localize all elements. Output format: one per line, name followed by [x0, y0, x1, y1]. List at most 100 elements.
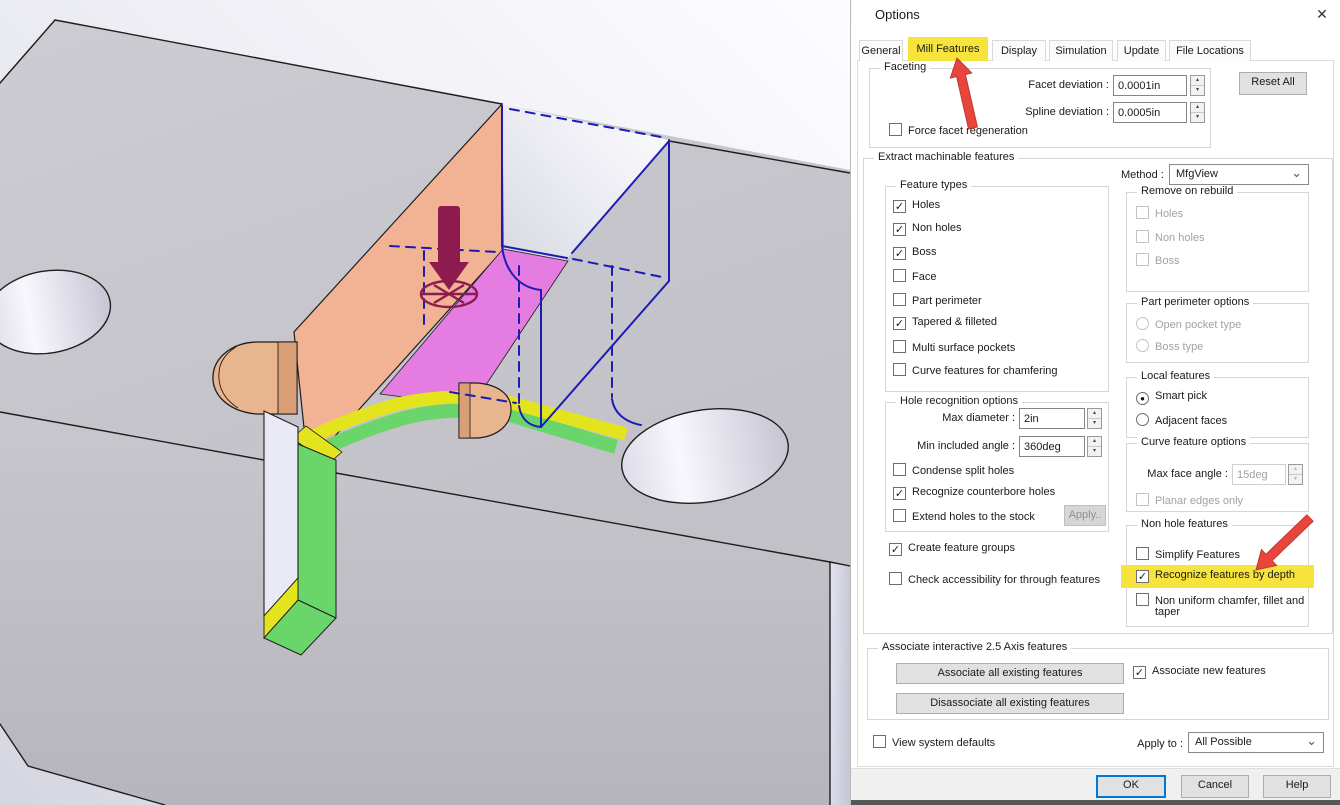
checkbox-box: [893, 269, 906, 282]
checkbox-box: [893, 363, 906, 376]
slot-inner-wall[interactable]: [541, 141, 669, 427]
chevron-down-icon: ⌄: [1291, 165, 1302, 180]
checkbox-holes[interactable]: ✓Holes: [893, 199, 941, 213]
apply-to-select[interactable]: All Possible⌄: [1188, 732, 1324, 753]
disassociate-all-button[interactable]: Disassociate all existing features: [896, 693, 1124, 714]
part-right-face[interactable]: [830, 562, 850, 805]
checkbox-box: [873, 735, 886, 748]
radio-adjacent-faces[interactable]: Adjacent faces: [1136, 413, 1227, 427]
spin-down-icon[interactable]: ▾: [1092, 447, 1096, 454]
curve-feature-options-group: Curve feature options: [1126, 436, 1309, 512]
spline-deviation-label: Spline deviation :: [1025, 106, 1109, 118]
direction-arrow-icon: [419, 206, 479, 309]
checkbox-box: [889, 123, 902, 136]
checkbox-multi-surface-pockets[interactable]: Multi surface pockets: [893, 340, 1015, 354]
hole-right[interactable]: [615, 397, 795, 514]
boss-left[interactable]: [212, 341, 298, 415]
boss-right[interactable]: [458, 382, 512, 439]
local-features-group: Local features: [1126, 370, 1309, 438]
checkbox-curve-features-chamfering[interactable]: Curve features for chamfering: [893, 363, 1058, 377]
checkbox-box: [889, 572, 902, 585]
radio-boss-type: Boss type: [1136, 339, 1203, 353]
checkbox-check-accessibility[interactable]: Check accessibility for through features: [889, 572, 1100, 586]
tab-mill-features[interactable]: Mill Features: [908, 37, 988, 61]
checkbox-boss[interactable]: ✓Boss: [893, 246, 937, 260]
tab-update[interactable]: Update: [1117, 40, 1166, 61]
faceting-legend: Faceting: [880, 61, 931, 73]
facet-deviation-input[interactable]: 0.0001in: [1113, 75, 1187, 96]
remove-rebuild-group: Remove on rebuild: [1126, 185, 1309, 292]
radio-smart-pick[interactable]: ●Smart pick: [1136, 390, 1207, 405]
feature-wireframe: [389, 105, 670, 428]
reset-all-button[interactable]: Reset All: [1239, 72, 1307, 95]
checkbox-box: ✓: [893, 247, 906, 260]
max-face-angle-spinner: ▴▾: [1288, 464, 1303, 485]
slot-bottom-floor[interactable]: [263, 599, 337, 656]
help-button[interactable]: Help: [1263, 775, 1331, 798]
tab-general[interactable]: General: [859, 40, 903, 61]
checkbox-box: ✓: [893, 223, 906, 236]
checkbox-view-system-defaults[interactable]: View system defaults: [873, 735, 995, 749]
checkbox-recognize-counterbore-holes[interactable]: ✓Recognize counterbore holes: [893, 486, 1056, 500]
cancel-button[interactable]: Cancel: [1181, 775, 1249, 798]
radio-circle: ●: [1136, 392, 1149, 405]
spin-down-icon[interactable]: ▾: [1092, 419, 1096, 426]
min-included-angle-input[interactable]: 360deg: [1019, 436, 1085, 457]
hole-left[interactable]: [0, 261, 117, 364]
checkbox-create-feature-groups[interactable]: ✓Create feature groups: [889, 542, 1016, 556]
part-perimeter-options-legend: Part perimeter options: [1137, 296, 1254, 308]
checkbox-non-uniform-chamfer[interactable]: Non uniform chamfer, fillet and: [1136, 593, 1304, 607]
spline-deviation-input[interactable]: 0.0005in: [1113, 102, 1187, 123]
part-perimeter-options-group: Part perimeter options: [1126, 296, 1309, 363]
hole-recognition-group: Hole recognition options: [885, 395, 1109, 532]
checkbox-simplify-features[interactable]: Simplify Features: [1136, 547, 1240, 561]
checkbox-box: [1136, 493, 1149, 506]
checkbox-box: [1136, 593, 1149, 606]
radio-circle: [1136, 317, 1149, 330]
close-icon[interactable]: ✕: [1316, 6, 1328, 22]
method-select[interactable]: MfgView⌄: [1169, 164, 1309, 185]
spline-deviation-spinner[interactable]: ▴▾: [1190, 102, 1205, 123]
checkbox-box: [893, 340, 906, 353]
checkbox-tapered-filleted[interactable]: ✓Tapered & filleted: [893, 316, 997, 330]
ok-button[interactable]: OK: [1096, 775, 1166, 798]
min-included-angle-spinner[interactable]: ▴▾: [1087, 436, 1102, 457]
max-diameter-input[interactable]: 2in: [1019, 408, 1085, 429]
spin-up-icon[interactable]: ▴: [1191, 103, 1204, 113]
radio-open-pocket-type: Open pocket type: [1136, 317, 1241, 331]
spin-up-icon[interactable]: ▴: [1088, 409, 1101, 419]
spin-up-icon[interactable]: ▴: [1191, 76, 1204, 86]
apply-button: Apply..: [1064, 505, 1106, 526]
checkbox-box: [893, 293, 906, 306]
remove-rebuild-legend: Remove on rebuild: [1137, 185, 1238, 197]
checkbox-face[interactable]: Face: [893, 269, 936, 283]
chevron-down-icon: ⌄: [1306, 733, 1317, 748]
tab-display[interactable]: Display: [992, 40, 1046, 61]
tab-simulation[interactable]: Simulation: [1049, 40, 1113, 61]
apply-to-label: Apply to :: [1137, 738, 1183, 750]
checkbox-force-facet-regeneration[interactable]: Force facet regeneration: [889, 123, 1028, 137]
checkbox-part-perimeter[interactable]: Part perimeter: [893, 293, 982, 307]
checkbox-box: [1136, 253, 1149, 266]
associate-all-button[interactable]: Associate all existing features: [896, 663, 1124, 684]
non-hole-features-group: Non hole features: [1126, 518, 1309, 627]
spin-down-icon[interactable]: ▾: [1195, 86, 1199, 93]
spin-up-icon[interactable]: ▴: [1088, 437, 1101, 447]
slot-right-wall[interactable]: [297, 443, 337, 619]
checkbox-box: [893, 463, 906, 476]
tab-file-locations[interactable]: File Locations: [1169, 40, 1251, 61]
extract-group: Extract machinable features: [863, 151, 1333, 634]
checkbox-recognize-features-by-depth[interactable]: ✓Recognize features by depth: [1136, 569, 1296, 583]
non-hole-features-legend: Non hole features: [1137, 518, 1232, 530]
checkbox-associate-new-features[interactable]: ✓Associate new features: [1133, 665, 1266, 679]
facet-deviation-spinner[interactable]: ▴▾: [1190, 75, 1205, 96]
spin-down-icon[interactable]: ▾: [1195, 113, 1199, 120]
max-diameter-spinner[interactable]: ▴▾: [1087, 408, 1102, 429]
part-front-face[interactable]: [0, 412, 830, 805]
checkbox-condense-split-holes[interactable]: Condense split holes: [893, 463, 1014, 477]
max-diameter-label: Max diameter :: [942, 412, 1015, 424]
checkbox-non-holes[interactable]: ✓Non holes: [893, 222, 962, 236]
cad-viewport[interactable]: [0, 0, 850, 805]
checkbox-extend-holes-stock[interactable]: Extend holes to the stock: [893, 509, 1035, 523]
spin-up-icon: ▴: [1289, 465, 1302, 475]
